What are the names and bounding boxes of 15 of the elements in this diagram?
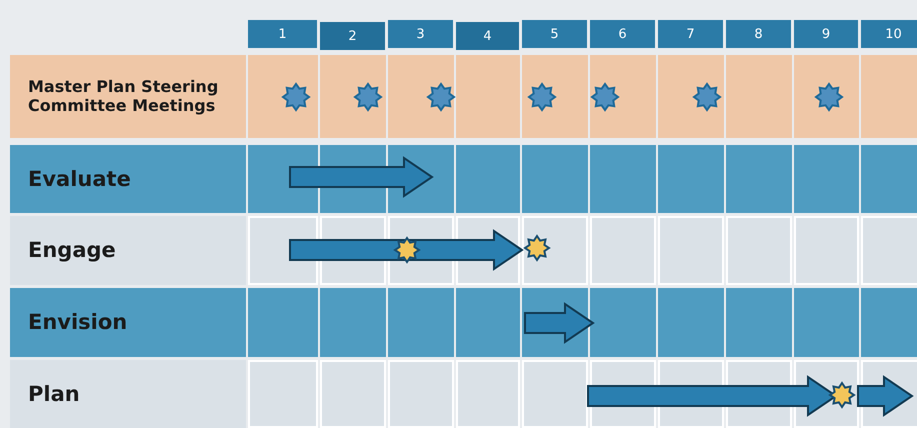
row-label: Master Plan Steering Committee Meetings	[10, 55, 246, 138]
column-number: 10	[861, 20, 917, 48]
column-number: 2	[320, 22, 385, 50]
column-number: 9	[794, 20, 858, 48]
column-number: 3	[388, 20, 453, 48]
column-number: 5	[522, 20, 587, 48]
column-number: 8	[726, 20, 791, 48]
row-label: Plan	[10, 360, 246, 428]
column-number: 1	[248, 20, 317, 48]
row-label: Envision	[10, 288, 246, 357]
column-number: 4	[456, 22, 519, 50]
row-label: Evaluate	[10, 145, 246, 213]
column-number: 7	[658, 20, 723, 48]
row-label: Engage	[10, 216, 246, 285]
column-number: 6	[590, 20, 655, 48]
